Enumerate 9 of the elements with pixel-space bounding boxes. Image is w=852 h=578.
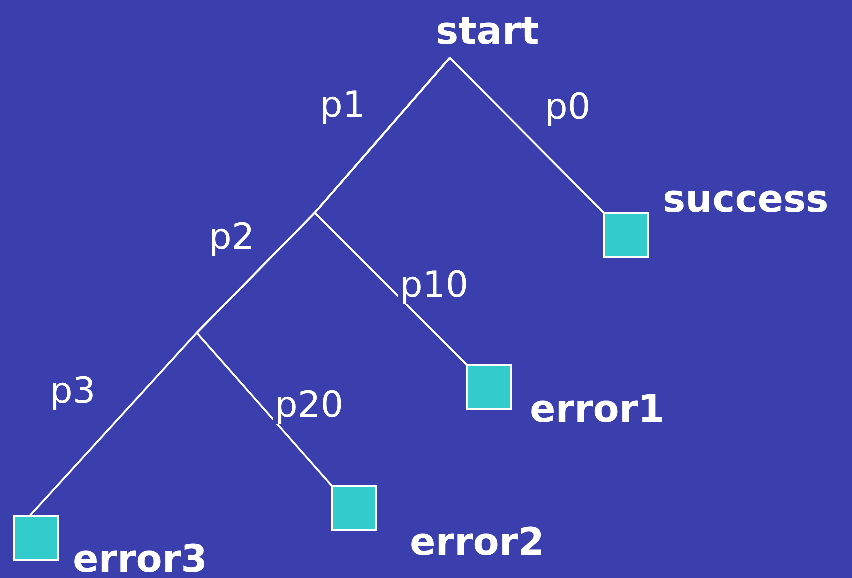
node-label: success xyxy=(663,180,829,218)
node-label: error2 xyxy=(410,523,545,561)
node-label: start xyxy=(436,12,540,50)
branch-line xyxy=(29,57,451,517)
branch-label: p2 xyxy=(208,220,256,256)
node-label: error1 xyxy=(530,390,665,428)
node-label: error3 xyxy=(73,540,208,578)
branch-label: p1 xyxy=(319,88,367,124)
branch-line xyxy=(449,57,605,214)
